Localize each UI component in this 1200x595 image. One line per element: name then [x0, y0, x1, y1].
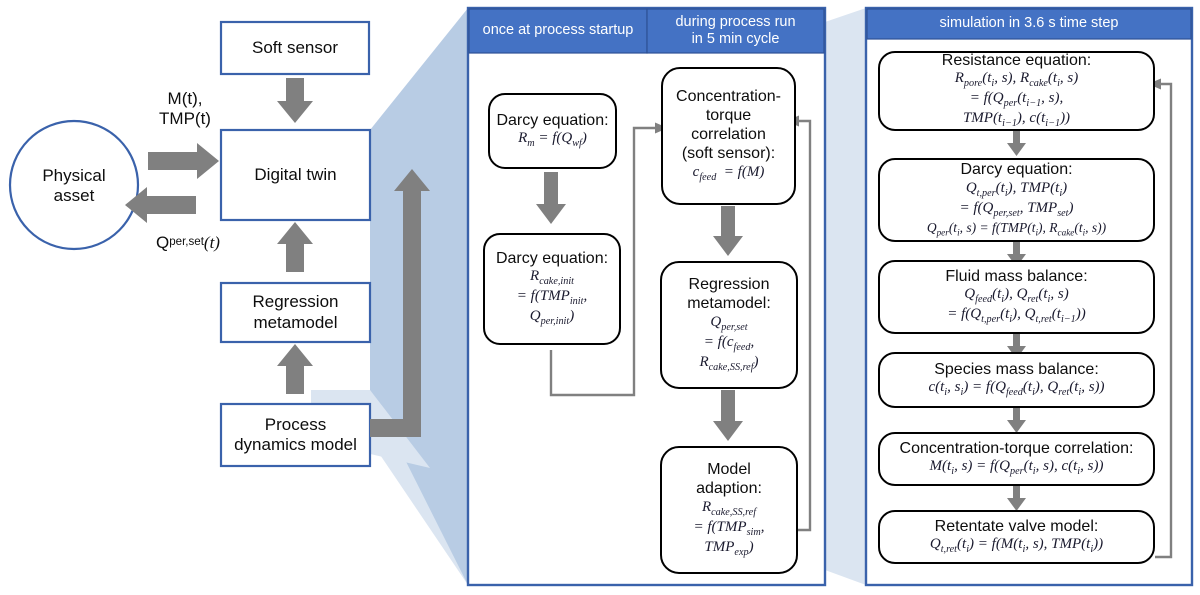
resistance-equation-box[interactable]: [878, 51, 1155, 131]
arrow-twin-to-asset: [125, 187, 196, 223]
regression-metamodel-mid-box[interactable]: [660, 261, 798, 389]
fluid-mass-balance-eq2: = f(Qt,per(ti), Qt,ret(ti−1)): [947, 306, 1086, 326]
regression-metamodel-label-line2: metamodel: [253, 312, 338, 332]
soft-sensor-box[interactable]: [219, 20, 371, 76]
regression-metamodel-label-line1: Regression: [252, 292, 339, 312]
regression-mid-title-line1: Regression: [688, 276, 770, 294]
arrow-process-feedback-to-twin: [370, 169, 430, 437]
conc-torque-title-line2: torque: [705, 107, 752, 125]
darcy-membrane-title: Darcy equation:: [496, 111, 609, 129]
model-adaption-title-line2: adaption:: [696, 479, 762, 497]
species-mass-balance-eq1: c(ti, si) = f(Qfeed(ti), Qret(ti, s)): [928, 379, 1105, 399]
darcy-cake-init-title: Darcy equation:: [495, 249, 609, 267]
middle-header-run-bg: [646, 8, 825, 54]
darcy-membrane-box[interactable]: [488, 93, 617, 169]
arrow-soft-sensor-to-digital-twin: [277, 78, 313, 123]
signal-down-sub: per,set: [169, 236, 204, 249]
darcy-equation-eq1: Qt,per(ti), TMP(ti): [965, 180, 1068, 200]
arrow-species-to-conc-torque: [1007, 408, 1026, 433]
signal-up-label-line2: TMP(t): [159, 109, 211, 128]
concentration-torque-soft-sensor-box[interactable]: [661, 67, 796, 205]
darcy-cake-init-box[interactable]: [483, 233, 621, 345]
darcy-equation-title: Darcy equation:: [960, 161, 1073, 179]
model-adaption-eq3: TMPexp): [704, 538, 754, 558]
arrow-conc-torque-to-regression: [713, 206, 743, 256]
model-adaption-eq2: = f(TMPsim,: [693, 518, 765, 538]
conc-torque-title-line4: (soft sensor):: [681, 144, 776, 162]
darcy-equation-eq3: Qper(ti, s) = f(TMP(ti), Rcake(ti, s)): [926, 220, 1107, 238]
regression-mid-title-line2: metamodel:: [687, 294, 771, 312]
resistance-equation-eq1: Rpore(ti, s), Rcake(ti, s): [954, 70, 1079, 90]
species-mass-balance-box[interactable]: [878, 352, 1155, 408]
arrow-process-to-metamodel: [277, 344, 313, 394]
resistance-equation-eq3: TMP(ti−1), c(ti−1)): [962, 110, 1071, 130]
regression-metamodel-box[interactable]: [219, 281, 372, 344]
signal-down-arg: (t): [203, 232, 220, 252]
conc-torque-corr-eq1: M(ti, s) = f(Qper(ti, s), c(ti, s)): [929, 458, 1104, 478]
model-adaption-title-line1: Model: [707, 461, 751, 479]
middle-header-run-line1: during process run: [675, 13, 796, 30]
arrow-darcy-to-fluid: [1007, 242, 1026, 267]
darcy-membrane-eq: Rm = f(Qwf): [518, 130, 587, 150]
process-dynamics-model-box[interactable]: [219, 402, 372, 468]
fluid-mass-balance-eq1: Qfeed(ti), Qret(ti, s): [964, 286, 1069, 306]
signal-up-label-line1: M(t),: [167, 88, 203, 108]
arrow-regression-to-adaption: [713, 390, 743, 441]
species-mass-balance-title: Species mass balance:: [934, 360, 1099, 378]
middle-header-startup-label: once at process startup: [482, 22, 634, 39]
conc-torque-eq: cfeed = f(M): [692, 163, 765, 183]
process-dynamics-label-line2: dynamics model: [234, 435, 357, 454]
signal-down-base: Q: [156, 232, 170, 252]
model-adaption-eq1: Rcake,SS,ref: [701, 498, 757, 518]
resistance-equation-title: Resistance equation:: [941, 52, 1092, 69]
physical-asset-label-line2: asset: [53, 186, 95, 205]
connector-right-feedback: [1155, 82, 1173, 559]
digital-twin-box[interactable]: [219, 128, 372, 222]
connector-startup-to-run: [549, 126, 659, 397]
darcy-cake-init-eq3: Qper,init): [529, 308, 575, 328]
retentate-valve-title: Retentate valve model:: [934, 517, 1099, 535]
concentration-torque-correlation-box[interactable]: [878, 432, 1155, 486]
arrow-darcy-membrane-to-cake-init: [536, 172, 566, 224]
digital-twin-label: Digital twin: [254, 164, 337, 184]
darcy-cake-init-eq2: = f(TMPinit,: [516, 288, 588, 308]
arrow-metamodel-to-twin: [277, 222, 313, 272]
arrow-resistance-to-darcy: [1007, 131, 1026, 156]
soft-sensor-label: Soft sensor: [252, 37, 338, 57]
conc-torque-corr-title: Concentration-torque correlation:: [899, 439, 1134, 457]
regression-mid-eq3: Rcake,SS,ref): [699, 353, 759, 373]
arrow-asset-to-twin: [148, 143, 219, 179]
arrow-fluid-to-species: [1007, 334, 1026, 359]
darcy-equation-eq2: = f(Qper,set, TMPset): [959, 200, 1074, 220]
arrow-conc-torque-to-retentate: [1007, 486, 1026, 511]
physical-asset-label-line1: Physical: [42, 165, 106, 185]
retentate-valve-eq1: Qt,ret(ti) = f(M(ti, s), TMP(ti)): [929, 536, 1104, 556]
resistance-equation-eq2: = f(Qper(ti−1, s),: [969, 90, 1064, 110]
model-adaption-box[interactable]: [660, 446, 798, 574]
conc-torque-title-line3: correlation: [691, 125, 766, 143]
retentate-valve-model-box[interactable]: [878, 510, 1155, 564]
zoom-wedge-right: [825, 8, 866, 585]
conc-torque-title-line1: Concentration-: [676, 88, 781, 106]
process-dynamics-label-line1: Process: [264, 414, 327, 434]
fluid-mass-balance-box[interactable]: [878, 260, 1155, 334]
regression-mid-eq2: = f(cfeed,: [703, 333, 755, 353]
right-header-label: simulation in 3.6 s time step: [939, 15, 1119, 32]
darcy-equation-box[interactable]: [878, 158, 1155, 242]
physical-asset-node[interactable]: [8, 119, 140, 251]
middle-header-run-line2: in 5 min cycle: [691, 31, 780, 47]
fluid-mass-balance-title: Fluid mass balance:: [945, 267, 1088, 285]
regression-mid-eq1: Qper,set: [710, 313, 748, 333]
connector-adaption-feedback: [795, 119, 812, 532]
darcy-cake-init-eq1: Rcake,init: [530, 268, 574, 288]
right-header-bg: [866, 8, 1192, 40]
